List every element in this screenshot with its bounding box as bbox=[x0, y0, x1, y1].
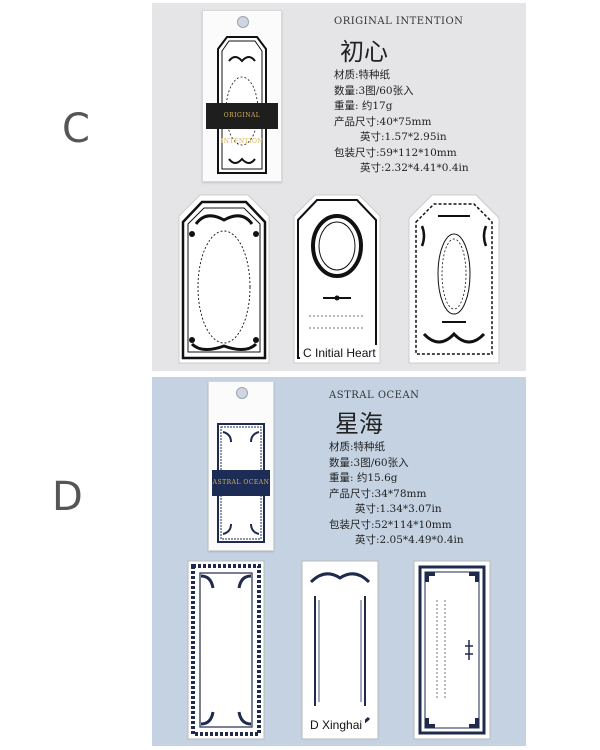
package-tag-illustration bbox=[217, 36, 267, 174]
spec-quantity: 数量:3图/60张入 bbox=[334, 84, 414, 97]
spec-package-inch: 英寸:2.05*4.49*0.4in bbox=[355, 534, 464, 546]
spec-size-inch: 英寸:1.57*2.95in bbox=[360, 131, 447, 143]
spec-package-size: 包装尺寸:59*112*10mm bbox=[334, 146, 457, 159]
spec-package-size: 包装尺寸:52*114*10mm bbox=[329, 518, 452, 531]
spec-list-c: 材质:特种纸 数量:3图/60张入 重量: 约17g 产品尺寸:40*75mm … bbox=[334, 68, 469, 177]
hang-hole-icon bbox=[237, 16, 249, 28]
package-band-c: ORIGINAL INTENTION bbox=[206, 103, 278, 145]
tag-card-c3 bbox=[408, 194, 500, 364]
spec-package-inch: 英寸:2.32*4.41*0.4in bbox=[360, 162, 469, 174]
section-letter-c: C bbox=[62, 106, 90, 152]
hang-hole-icon bbox=[236, 387, 248, 399]
product-panel-c: ORIGINAL INTENTION ORIGINAL INTENTION 初心… bbox=[152, 3, 526, 371]
spec-list-d: 材质:特种纸 数量:3图/60张入 重量: 约15.6g 产品尺寸:34*78m… bbox=[329, 440, 464, 549]
spec-material: 材质:特种纸 bbox=[329, 441, 386, 453]
spec-weight: 重量: 约17g bbox=[334, 100, 393, 112]
tag-card-d1 bbox=[187, 560, 265, 740]
spec-material: 材质:特种纸 bbox=[334, 69, 391, 81]
tag-card-c1 bbox=[178, 194, 270, 364]
spec-quantity: 数量:3图/60张入 bbox=[329, 456, 409, 469]
product-title-d: 星海 bbox=[335, 410, 383, 438]
package-c: ORIGINAL INTENTION bbox=[202, 10, 282, 182]
brand-name-d: ASTRAL OCEAN bbox=[329, 390, 420, 401]
package-d: ASTRAL OCEAN bbox=[208, 381, 274, 551]
tag-card-d2 bbox=[301, 560, 379, 740]
spec-weight: 重量: 约15.6g bbox=[329, 472, 398, 484]
tag-card-d3 bbox=[413, 560, 491, 740]
spec-size: 产品尺寸:34*78mm bbox=[329, 487, 427, 500]
package-band-d: ASTRAL OCEAN bbox=[212, 470, 270, 496]
spec-size: 产品尺寸:40*75mm bbox=[334, 115, 432, 128]
spec-size-inch: 英寸:1.34*3.07in bbox=[355, 503, 442, 515]
brand-name-c: ORIGINAL INTENTION bbox=[334, 16, 464, 27]
package-tag-illustration bbox=[217, 423, 265, 543]
section-letter-d: D bbox=[52, 474, 83, 520]
tag-card-c2 bbox=[293, 194, 381, 364]
caption-d: D Xinghai bbox=[307, 717, 366, 733]
product-title-c: 初心 bbox=[340, 38, 388, 66]
caption-c: C Initial Heart bbox=[300, 345, 379, 361]
product-panel-d: ASTRAL OCEAN ASTRAL OCEAN 星海 材质:特种纸 数量:3… bbox=[152, 377, 526, 746]
